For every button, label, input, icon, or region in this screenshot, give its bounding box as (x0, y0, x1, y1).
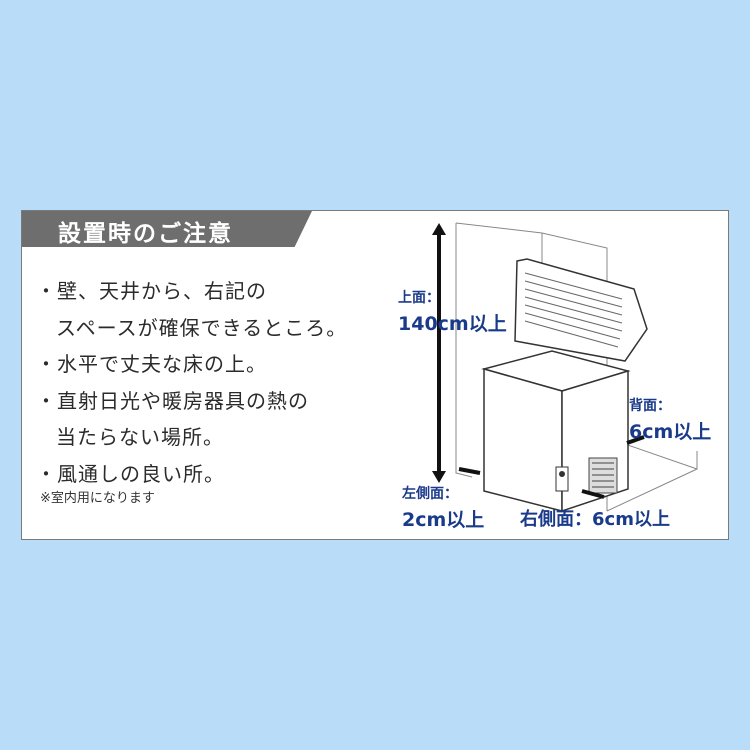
back-clearance-value: 6cm以上 (629, 421, 712, 443)
footnote: ※室内用になります (40, 491, 155, 506)
left-clearance-value: 2cm以上 (402, 509, 485, 531)
installation-notice-panel: 設置時のご注意 ・壁、天井から、右記の スペースが確保できるところ。 ・水平で丈… (21, 210, 729, 540)
note-item: ・直射日光や暖房器具の熱の (36, 388, 309, 413)
title-bar: 設置時のご注意 (22, 211, 312, 247)
note-item: ・壁、天井から、右記の (36, 279, 267, 303)
right-clearance-label: 右側面：6cm以上 (520, 509, 670, 530)
freezer-clearance-diagram (432, 222, 698, 513)
back-clearance-label: 背面： (629, 398, 671, 414)
top-clearance-label: 上面： (398, 290, 440, 306)
top-clearance-value: 140cm以上 (398, 313, 507, 335)
note-item: スペースが確保できるところ。 (56, 315, 348, 340)
note-item: ・水平で丈夫な床の上。 (36, 352, 267, 376)
note-item: 当たらない場所。 (56, 425, 224, 449)
panel-title: 設置時のご注意 (58, 221, 233, 247)
note-item: ・風通しの良い所。 (36, 461, 225, 486)
notes-list: ・壁、天井から、右記の スペースが確保できるところ。 ・水平で丈夫な床の上。 ・… (36, 273, 347, 492)
left-clearance-label: 左側面： (402, 486, 458, 502)
